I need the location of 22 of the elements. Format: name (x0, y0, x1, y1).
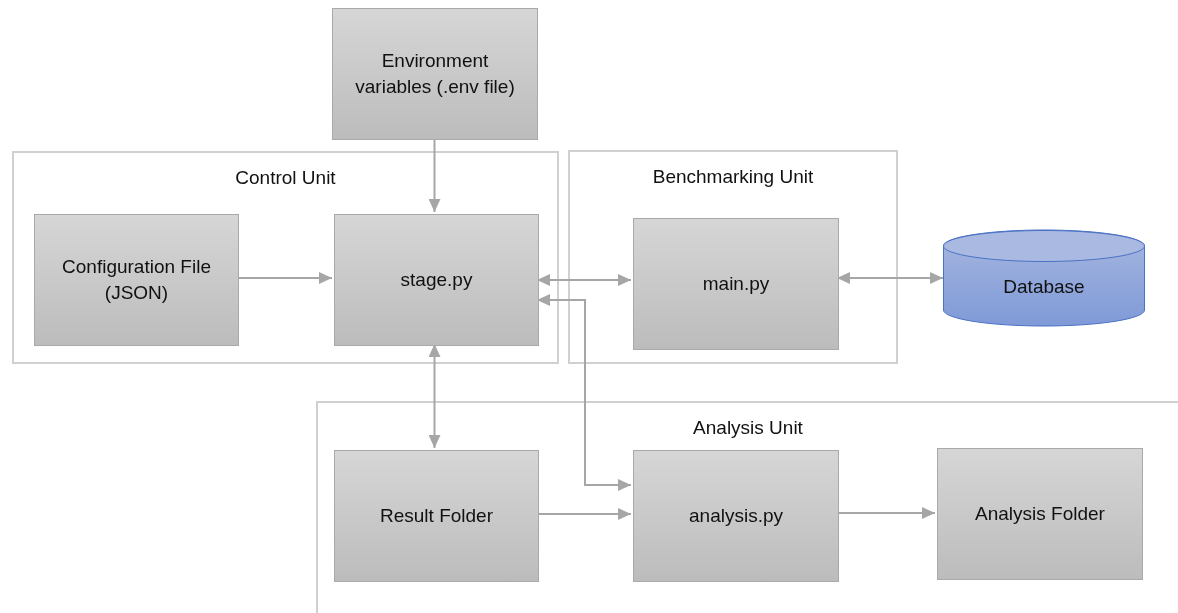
unit-frame (12, 151, 559, 364)
node-label: main.py (702, 272, 770, 297)
unit-frame (316, 401, 1178, 613)
node-label: Configuration File (JSON) (61, 255, 212, 305)
process-box (633, 218, 839, 350)
unit-title: Control Unit (234, 167, 337, 189)
process-box (34, 214, 239, 346)
unit-title: Analysis Unit (692, 417, 804, 439)
arrow (428, 139, 441, 213)
node-label: analysis.py (689, 504, 783, 529)
process-box (332, 8, 538, 140)
node-label: Analysis Folder (975, 502, 1105, 527)
process-box (937, 448, 1143, 580)
unit-frame (568, 150, 898, 364)
process-box (334, 450, 539, 582)
unit-title: Benchmarking Unit (651, 166, 815, 188)
node-label: Result Folder (380, 504, 493, 529)
process-box (334, 214, 539, 346)
node-label: stage.py (400, 268, 473, 293)
node-label: Database (1003, 276, 1085, 298)
node-label: Environment variables (.env file) (354, 49, 516, 99)
process-box (633, 450, 839, 582)
